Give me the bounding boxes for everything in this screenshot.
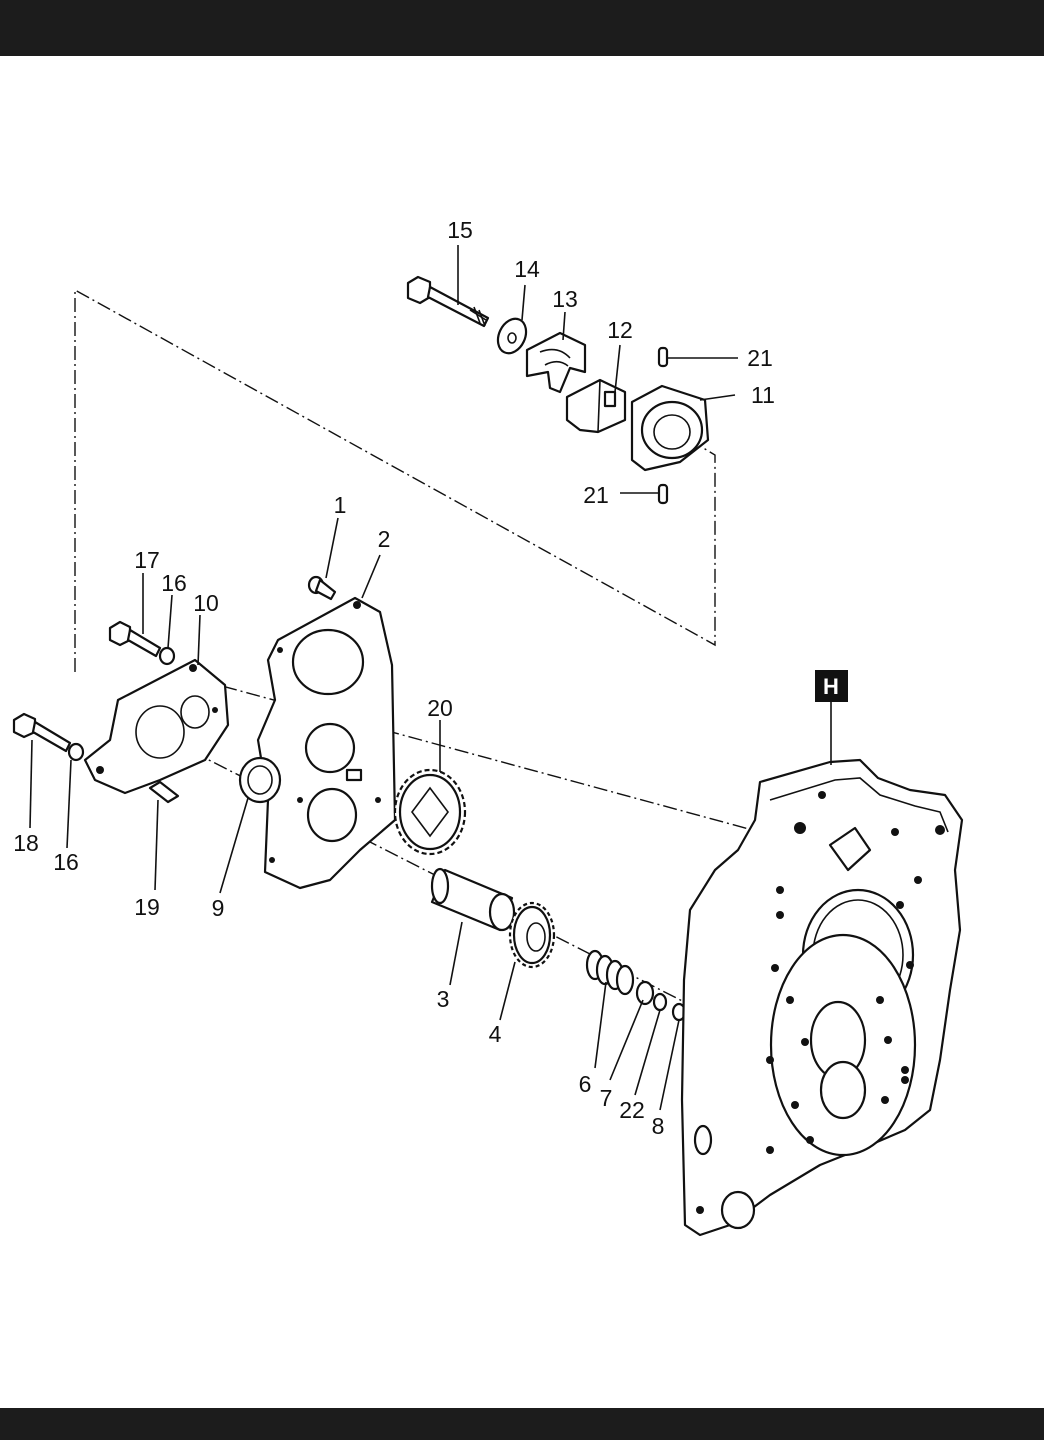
callout-4: 4 xyxy=(489,1021,502,1047)
section-badge: H xyxy=(815,670,848,702)
callout-11: 11 xyxy=(751,382,775,408)
callout-12: 12 xyxy=(607,317,633,343)
part-18-bolt xyxy=(12,712,72,753)
bottom-black-bar xyxy=(0,1408,1044,1440)
callout-19: 19 xyxy=(134,894,160,920)
callout-labels: 15 14 13 12 21 11 21 1 2 17 16 10 20 18 … xyxy=(13,217,775,1139)
part-16-washers xyxy=(67,646,176,762)
part-21-pins xyxy=(657,346,669,505)
part-7-washer xyxy=(635,980,655,1006)
part-1-screw xyxy=(307,575,337,601)
part-11-holder xyxy=(630,384,710,472)
callout-15: 15 xyxy=(447,217,473,243)
part-19-dowel xyxy=(148,780,180,804)
callout-18: 18 xyxy=(13,830,39,856)
callout-17: 17 xyxy=(134,547,160,573)
callout-2: 2 xyxy=(378,526,391,552)
callout-20: 20 xyxy=(427,695,453,721)
part-14-washer xyxy=(496,317,528,355)
part-15-bolt xyxy=(406,275,490,328)
part-3-sleeve xyxy=(430,867,516,932)
part-17-bolt xyxy=(108,620,162,658)
callout-1: 1 xyxy=(334,492,347,518)
part-13-fork xyxy=(525,331,587,394)
callout-21-bottom: 21 xyxy=(583,482,609,508)
leader-lines xyxy=(29,245,832,1111)
callout-16-top: 16 xyxy=(161,570,187,596)
top-black-bar xyxy=(0,0,1044,56)
part-4-gear xyxy=(508,901,556,969)
callout-14: 14 xyxy=(514,256,540,282)
callout-16-bottom: 16 xyxy=(53,849,79,875)
callout-6: 6 xyxy=(579,1071,592,1097)
part-9-bushing xyxy=(238,756,282,804)
callout-21-top: 21 xyxy=(747,345,773,371)
callout-9: 9 xyxy=(212,895,225,921)
case-h xyxy=(680,758,964,1237)
part-2-plate xyxy=(256,596,397,890)
callout-8: 8 xyxy=(652,1113,665,1139)
badge-letter: H xyxy=(823,674,839,699)
callout-3: 3 xyxy=(437,986,450,1012)
callout-10: 10 xyxy=(193,590,219,616)
callout-13: 13 xyxy=(552,286,578,312)
part-10-housing xyxy=(83,658,230,795)
part-12-slider xyxy=(565,378,627,434)
callout-7: 7 xyxy=(600,1085,613,1111)
part-6-spring xyxy=(585,949,635,996)
callout-22: 22 xyxy=(619,1097,645,1123)
part-20-sprocket xyxy=(393,768,467,856)
part-22-washer xyxy=(652,992,668,1012)
